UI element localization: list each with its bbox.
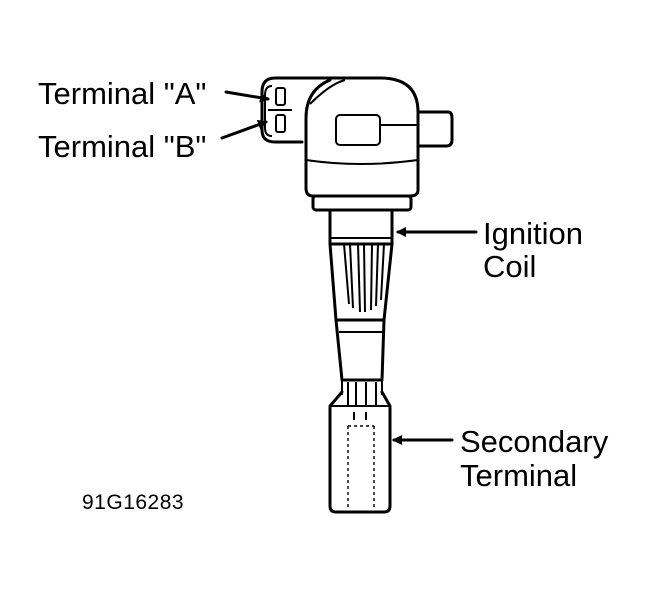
label-terminal-b: Terminal "B" [38,129,206,164]
coil-body [298,76,420,198]
coil-tube [334,318,386,406]
label-secondary-terminal-line1: Secondary [460,424,609,459]
label-secondary-terminal-line2: Terminal [460,458,577,493]
label-ignition-coil-line2: Coil [483,249,536,284]
label-terminal-a: Terminal "A" [38,76,206,111]
ignition-coil-illustration [260,76,454,514]
label-ignition-coil-line1: Ignition [483,216,583,251]
arrow-terminal-a [224,90,270,103]
mounting-boss [335,110,454,148]
arrow-terminal-b [220,120,268,140]
figure-code: 91G16283 [82,491,184,514]
coil-collar [311,194,413,212]
connector-housing [260,76,304,144]
coil-sleeve [328,208,394,322]
secondary-boot [328,390,392,514]
callout-arrows [220,90,478,445]
